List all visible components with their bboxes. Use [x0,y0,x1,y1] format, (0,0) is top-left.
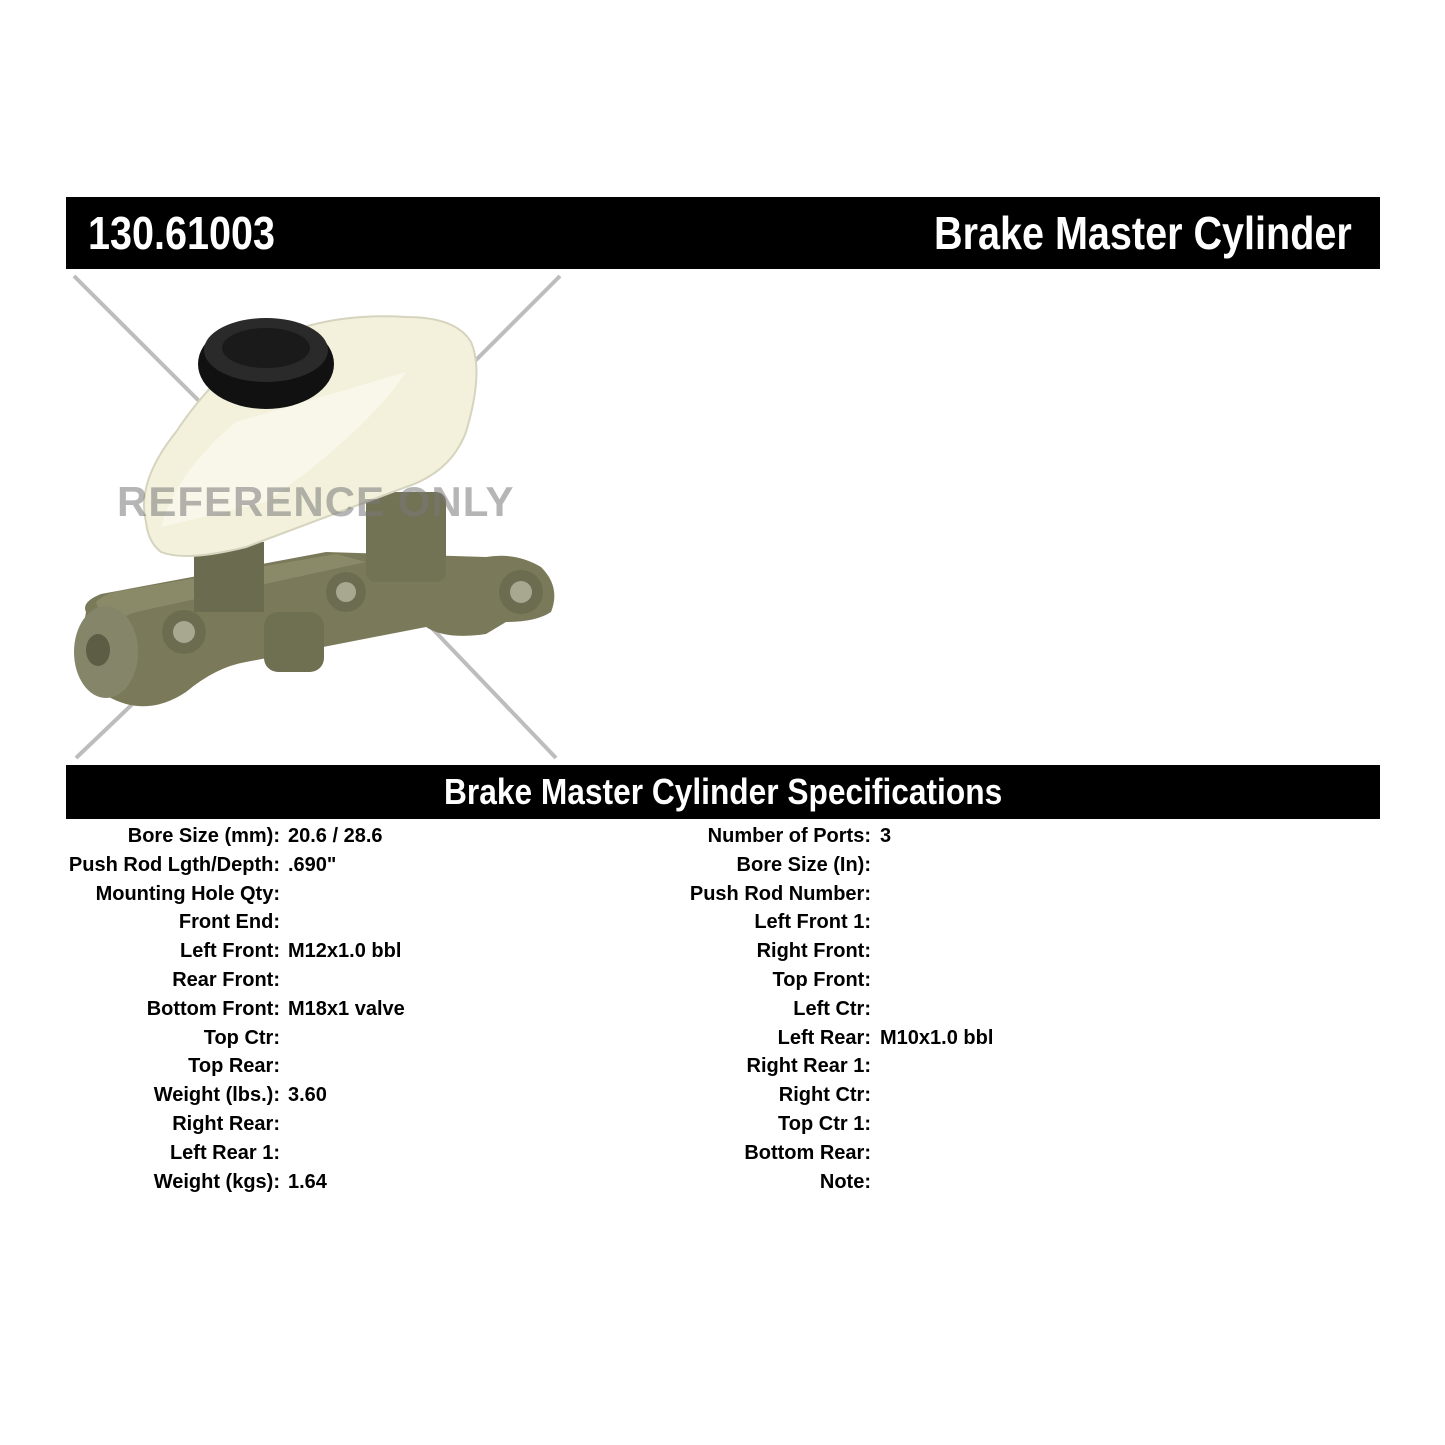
spec-value: .690" [288,853,337,876]
spec-label: Top Ctr 1: [778,1112,871,1135]
spec-label: Weight (lbs.): [153,1084,280,1107]
spec-value: M12x1.0 bbl [288,940,402,963]
title-bar: 130.61003 Brake Master Cylinder [66,197,1380,269]
spec-value: 20.6 / 28.6 [288,825,383,847]
spec-value: M10x1.0 bbl [880,1026,994,1049]
spec-label: Note: [819,1170,871,1193]
spec-label: Bottom Rear: [744,1141,871,1164]
spec-title: Brake Master Cylinder Specifications [443,771,1003,812]
port-rear [510,581,532,603]
spec-label: Left Rear 1: [169,1141,280,1164]
spec-value: M18x1 valve [288,997,405,1020]
spec-label: Number of Ports: [707,825,871,847]
spec-value: 3 [880,825,892,847]
spec-label: Right Ctr: [778,1084,871,1107]
spec-label: Rear Front: [172,968,280,991]
part-number: 130.61003 [88,207,276,259]
spec-value: 1.64 [288,1170,327,1193]
spec-label: Left Front 1: [754,911,871,934]
spec-label: Bore Size (mm): [127,825,280,847]
spec-label: Bore Size (In): [736,853,871,876]
spec-label: Top Ctr: [203,1026,280,1049]
spec-label: Right Front: [756,940,871,963]
spec-label: Left Rear: [777,1026,871,1049]
product-image [72,274,562,760]
spec-label: Front End: [178,911,280,934]
product-title: Brake Master Cylinder [934,207,1352,259]
bottom-port [264,612,324,672]
reference-cross-line [424,620,558,760]
spec-label: Bottom Front: [146,997,280,1020]
port-left-rear [336,582,356,602]
spec-label: Weight (kgs): [153,1170,280,1193]
spec-label: Push Rod Lgth/Depth: [68,853,280,876]
spec-label: Top Front: [772,968,871,991]
spec-label: Left Ctr: [793,997,871,1020]
spec-label: Right Rear 1: [746,1055,871,1078]
spec-label: Push Rod Number: [689,882,871,905]
spec-value: 3.60 [288,1084,327,1107]
port-left-front [173,621,195,643]
spec-label: Mounting Hole Qty: [95,882,280,905]
reference-only-watermark: REFERENCE ONLY [117,478,515,525]
spec-label: Right Rear: [172,1112,280,1135]
spec-label: Left Front: [180,940,280,963]
spec-header-bar: Brake Master Cylinder Specifications [66,765,1380,819]
spec-label: Top Rear: [188,1055,280,1078]
